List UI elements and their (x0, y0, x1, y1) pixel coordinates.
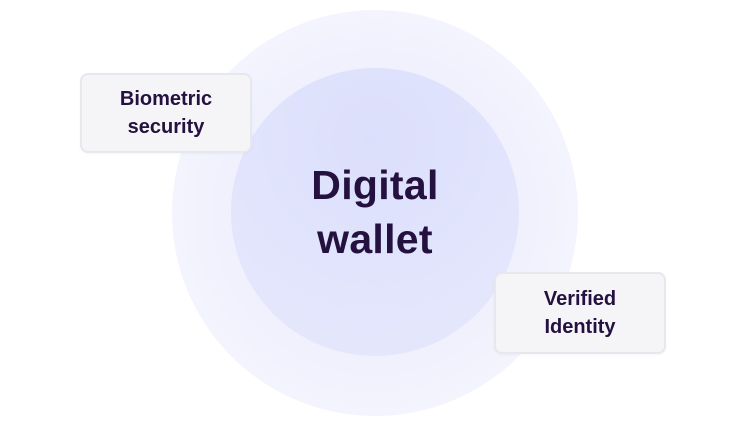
center-title: Digital wallet (275, 158, 475, 266)
biometric-security-label: Biometric security (96, 85, 236, 141)
biometric-security-line-1: Biometric (119, 88, 213, 110)
biometric-security-line-2: security (127, 116, 205, 138)
center-title-line-2: wallet (317, 216, 433, 262)
verified-identity-label: Verified Identity (510, 285, 650, 341)
center-circle: Digital wallet (231, 68, 519, 356)
verified-identity-card: Verified Identity (494, 272, 666, 354)
verified-identity-line-2: Identity (544, 316, 616, 338)
verified-identity-line-1: Verified (543, 288, 617, 310)
biometric-security-card: Biometric security (80, 73, 252, 153)
center-title-line-1: Digital (311, 162, 439, 208)
